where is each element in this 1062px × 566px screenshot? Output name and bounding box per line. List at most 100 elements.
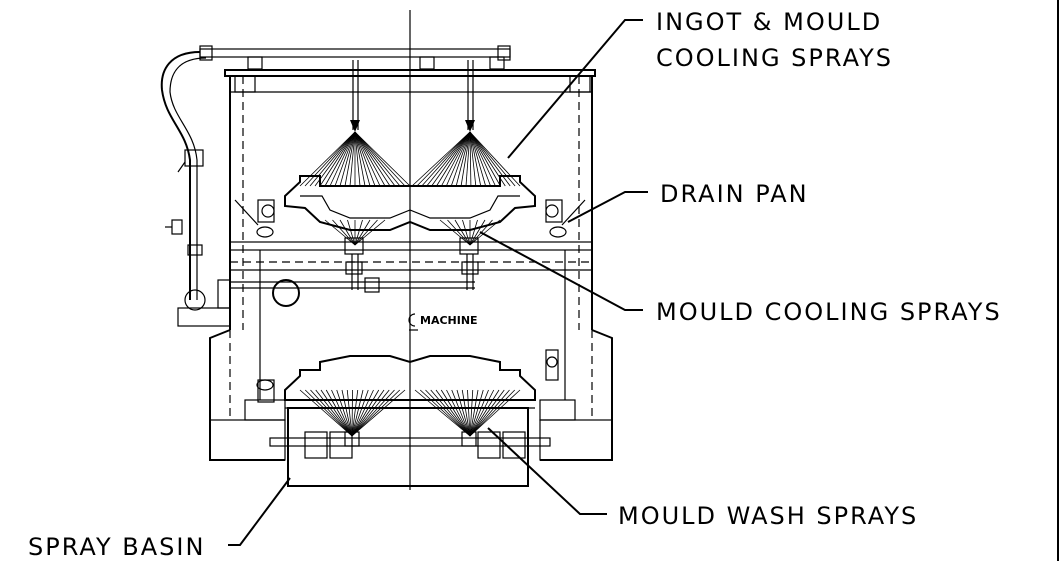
spray-line [465,131,471,187]
spray-line [344,131,356,187]
spray-line [351,389,401,437]
spray-line [469,131,482,187]
spray-line [469,389,484,437]
spray-line [441,131,471,187]
spray-line [354,131,361,187]
spray-line [451,389,471,437]
spray-line [351,389,359,437]
spray-line [354,131,376,187]
mould-wash-spray-fans [299,389,521,437]
spray-line [469,389,521,437]
spray-line [469,131,516,187]
spray-line [354,131,401,187]
spray-line [354,131,396,187]
spray-line [354,219,371,246]
spray-line [354,131,406,187]
spray-line [469,131,472,187]
leader-drain [567,191,648,223]
spray-line [469,131,491,187]
spray-line [440,389,471,437]
ingot-cooling-spray-fans [299,131,521,246]
spray-line [354,219,386,246]
spray-line [354,219,363,246]
label-drain-pan: DRAIN PAN [660,180,809,208]
spray-droppers [350,60,475,132]
spray-line [460,131,471,187]
leader-mould-wash [487,427,607,515]
spray-line [469,389,474,437]
spray-line [416,131,471,187]
spray-line [419,389,471,437]
spray-line [469,131,501,187]
leader-ingot [507,19,643,159]
spray-line [314,131,356,187]
lower-mould [256,349,559,409]
top-header-pipe [199,45,511,70]
spray-line [351,389,380,437]
spray-line [445,131,471,187]
spray-line [341,389,353,437]
spray-line [469,389,495,437]
spray-line [331,389,353,437]
spray-line [425,389,471,437]
spray-line [431,131,471,187]
spray-line [421,131,471,187]
spray-line [354,131,371,187]
spray-line [447,219,471,246]
spray-line [351,389,374,437]
leader-lines [228,19,648,546]
spray-line [462,219,471,246]
spray-line [455,131,471,187]
spray-line [351,389,353,437]
spray-line [469,131,511,187]
spray-line [446,389,471,437]
spray-line [320,389,353,437]
spray-line [354,131,411,187]
spray-line [354,131,391,187]
spray-line [310,389,353,437]
label-machine: MACHINE [420,314,478,327]
spray-line [304,389,353,437]
leader-mould-cooling [479,231,643,311]
spray-line [469,389,510,437]
spray-line [346,389,353,437]
mould-cooling-piping [230,237,479,307]
spray-line [309,131,356,187]
spray-line [315,389,353,437]
label-mould-cooling-sprays: MOULD COOLING SPRAYS [656,298,1002,326]
spray-line [414,389,471,437]
spray-line [469,219,486,246]
spray-line [469,389,479,437]
label-mould-wash-sprays: MOULD WASH SPRAYS [618,502,918,530]
spray-line [336,389,353,437]
label-cooling-sprays: COOLING SPRAYS [656,44,893,72]
spray-line [467,389,471,437]
spray-line [469,389,505,437]
spray-line [324,131,356,187]
spray-line [430,389,471,437]
spray-line [354,219,378,246]
spray-line [469,389,489,437]
spray-line [469,389,500,437]
spray-line [351,389,369,437]
spray-line [299,389,353,437]
spray-line [339,131,356,187]
supply-pipe [160,51,231,327]
spray-line [436,131,471,187]
spray-line [351,389,364,437]
spray-line [351,389,406,437]
spray-line [435,389,471,437]
spray-line [351,389,390,437]
frame-rails [229,241,593,400]
spray-line [349,131,356,187]
spray-line [332,219,356,246]
spray-line [469,131,477,187]
spray-line [469,131,487,187]
centerline-symbol [408,313,418,331]
spray-line [319,131,356,187]
spray-line [469,389,516,437]
spray-line [354,131,366,187]
spray-line [426,131,471,187]
